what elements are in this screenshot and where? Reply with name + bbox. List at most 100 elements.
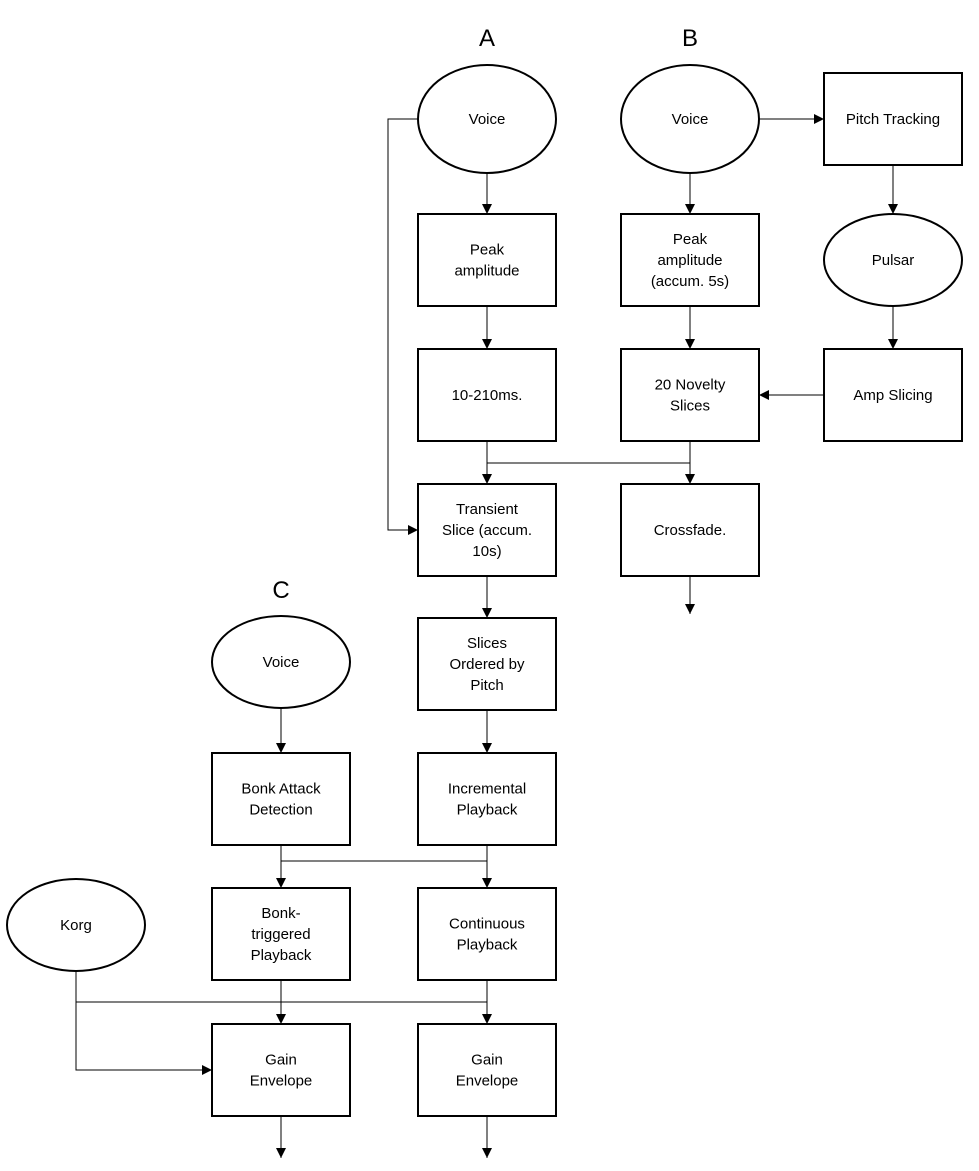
node-label: Pulsar — [872, 252, 915, 269]
node-label: Playback — [251, 947, 312, 964]
arrowhead — [276, 743, 286, 753]
node-label: Voice — [672, 111, 709, 128]
node-label: Slice (accum. — [442, 522, 532, 539]
arrowhead — [759, 390, 769, 400]
box-shape — [211, 887, 351, 981]
arrowheads — [202, 114, 898, 1158]
node-b-peak: Peak amplitude (accum. 5s) — [620, 213, 760, 307]
box-shape — [211, 752, 351, 846]
node-a-peak: Peak amplitude — [417, 213, 557, 307]
node-label: Envelope — [456, 1073, 519, 1090]
box-shape — [417, 213, 557, 307]
arrowhead — [482, 204, 492, 214]
oval-shape — [6, 878, 146, 972]
node-label: Gain — [265, 1052, 297, 1069]
nodes: VoicePeakamplitude10-210ms.VoicePeakampl… — [6, 64, 963, 1117]
arrowhead — [482, 878, 492, 888]
node-label: Playback — [457, 937, 518, 954]
arrowhead — [814, 114, 824, 124]
oval-shape — [211, 615, 351, 709]
node-c-voice: Voice — [211, 615, 351, 709]
node-b-pulsar: Pulsar — [823, 213, 963, 307]
node-label: triggered — [251, 926, 310, 943]
arrowhead — [685, 339, 695, 349]
box-shape — [417, 752, 557, 846]
node-label: 10s) — [472, 543, 501, 560]
node-a-window: 10-210ms. — [417, 348, 557, 442]
arrowhead — [482, 1148, 492, 1158]
node-label: Continuous — [449, 916, 525, 933]
box-shape — [417, 483, 557, 577]
node-label: Pitch Tracking — [846, 111, 940, 128]
node-label: Transient — [456, 501, 519, 518]
arrowhead — [202, 1065, 212, 1075]
box-shape — [620, 483, 760, 577]
node-label: Amp Slicing — [853, 387, 932, 404]
section-labels: A B C — [272, 25, 698, 604]
node-label: 20 Novelty — [655, 377, 726, 394]
connector-line — [280, 845, 487, 862]
connector-line — [387, 118, 419, 531]
arrowhead — [408, 525, 418, 535]
arrowhead — [482, 743, 492, 753]
node-b-voice: Voice — [620, 64, 760, 174]
box-shape — [620, 213, 760, 307]
node-label: Ordered by — [449, 656, 525, 673]
arrowhead — [888, 204, 898, 214]
node-label: Voice — [469, 111, 506, 128]
section-label-c: C — [272, 577, 289, 604]
node-label: Envelope — [250, 1073, 313, 1090]
node-label: 10-210ms. — [452, 387, 523, 404]
box-shape — [823, 348, 963, 442]
node-label: Peak — [470, 242, 505, 259]
node-label: amplitude — [657, 252, 722, 269]
node-b-crossfade: Crossfade. — [620, 483, 760, 577]
node-label: Pitch — [470, 677, 503, 694]
node-b-pitch: Pitch Tracking — [823, 72, 963, 166]
node-label: amplitude — [454, 263, 519, 280]
section-label-a: A — [479, 25, 495, 52]
node-b-amp: Amp Slicing — [823, 348, 963, 442]
node-label: Crossfade. — [654, 522, 727, 539]
node-label: Gain — [471, 1052, 503, 1069]
arrowhead — [276, 1148, 286, 1158]
box-shape — [417, 617, 557, 711]
arrowhead — [482, 474, 492, 484]
node-label: Bonk- — [261, 905, 300, 922]
arrowhead — [685, 474, 695, 484]
node-a-voice: Voice — [417, 64, 557, 174]
box-shape — [417, 1023, 557, 1117]
node-label: Playback — [457, 802, 518, 819]
node-label: (accum. 5s) — [651, 273, 729, 290]
node-label: Bonk Attack — [241, 781, 321, 798]
arrowhead — [685, 604, 695, 614]
arrowhead — [888, 339, 898, 349]
node-label: Incremental — [448, 781, 526, 798]
box-shape — [417, 348, 557, 442]
arrowhead — [482, 339, 492, 349]
arrowhead — [482, 1014, 492, 1024]
arrowhead — [276, 878, 286, 888]
box-shape — [823, 72, 963, 166]
box-shape — [417, 887, 557, 981]
section-label-b: B — [682, 25, 698, 52]
arrowhead — [685, 204, 695, 214]
arrowhead — [482, 608, 492, 618]
oval-shape — [620, 64, 760, 174]
box-shape — [211, 1023, 351, 1117]
node-label: Detection — [249, 802, 312, 819]
connector-line — [75, 1002, 212, 1071]
node-label: Slices — [670, 398, 710, 415]
oval-shape — [417, 64, 557, 174]
node-label: Peak — [673, 231, 708, 248]
